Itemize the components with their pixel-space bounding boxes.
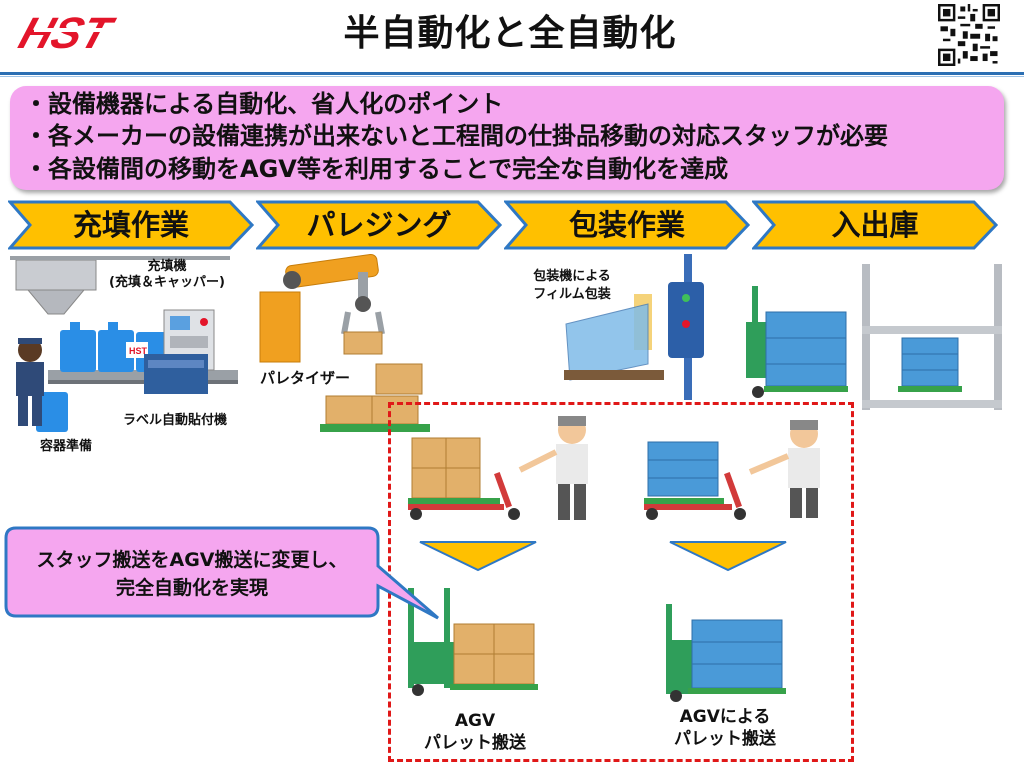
callout-bubble [4,526,439,620]
warehouse-rack-illustration [862,264,1002,410]
agv-left-sublabel: パレット搬送 [424,733,526,753]
wrapping-machine-label: 包装機による [533,269,611,284]
agv-left-label: AGV [454,711,496,731]
callout-line: 完全自動化を実現 [115,577,268,599]
callout-line: スタッフ搬送をAGV搬送に変更し、 [36,549,348,571]
filling-machine-sublabel: (充填＆キャッパー) [109,275,225,290]
step-chevron-filling: 充填作業 [8,200,254,250]
manual-pallet-jack-wrapped [644,420,820,520]
header-divider-thin [0,76,1024,77]
summary-bullet: ・各設備間の移動をAGV等を利用することで完全な自動化を達成 [24,155,729,183]
agv-forklift-illustration [746,286,848,398]
step-label: 入出庫 [831,208,919,242]
step-chevron-warehouse: 入出庫 [752,200,998,250]
qr-code-icon [938,4,1000,66]
company-logo: HST [8,6,130,58]
filling-machine-label: 充填機 [147,259,187,274]
palletizer-illustration [259,253,430,432]
step-chevron-palletizing: パレジング [256,200,502,250]
agv-wrapped-illustration [666,604,786,702]
summary-bullet: ・設備機器による自動化、省人化のポイント [24,90,504,118]
wrapping-machine-sublabel: フィルム包装 [533,287,611,302]
step-label: パレジング [306,208,452,242]
filling-line-illustration: HST [10,256,238,432]
header-divider [0,72,1024,75]
agv-right-label: AGVによる [679,707,771,727]
container-prep-label: 容器準備 [39,439,92,454]
summary-box: ・設備機器による自動化、省人化のポイント ・各メーカーの設備連携が出来ないと工程… [10,86,1004,190]
agv-boxes-illustration [408,588,538,696]
svg-text:HST: HST [13,8,120,56]
step-chevron-packaging: 包装作業 [504,200,750,250]
page-title: 半自動化と全自動化 [343,13,677,54]
step-label: 包装作業 [568,208,685,242]
down-arrow-icon [419,541,537,572]
svg-text:HST: HST [129,346,148,356]
down-arrow-icon [669,541,787,572]
label-machine-label: ラベル自動貼付機 [122,413,227,428]
step-label: 充填作業 [72,208,189,242]
palletizer-label: パレタイザー [259,369,350,387]
manual-pallet-jack-boxes [408,416,588,520]
wrapping-machine-illustration [564,254,704,400]
summary-bullet: ・各メーカーの設備連携が出来ないと工程間の仕掛品移動の対応スタッフが必要 [24,122,888,150]
callout-text: スタッフ搬送をAGV搬送に変更し、 完全自動化を実現 [12,546,372,602]
agv-right-sublabel: パレット搬送 [674,729,776,749]
